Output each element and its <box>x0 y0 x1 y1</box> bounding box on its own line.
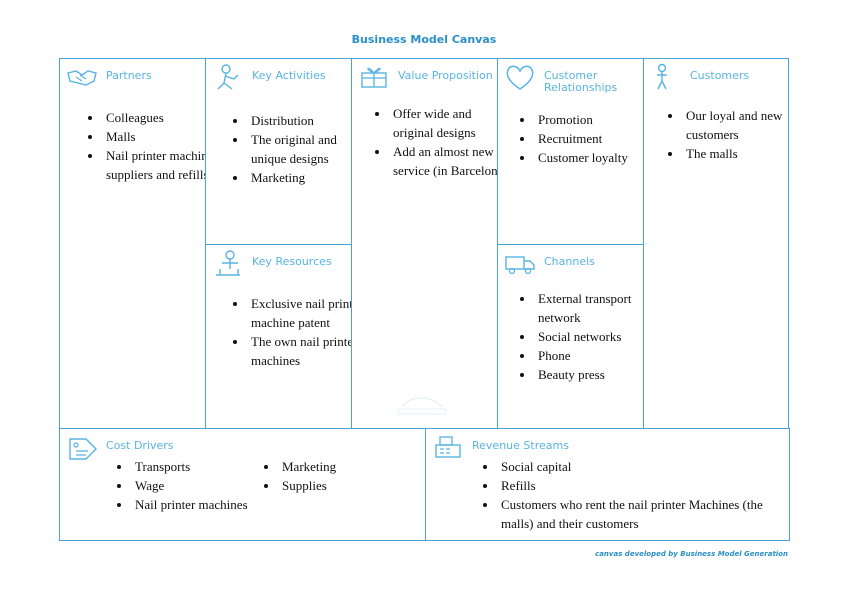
price-tag-icon <box>69 438 97 460</box>
cost-drivers-list-left: Transports Wage Nail printer machines <box>112 457 262 514</box>
list-item: Malls <box>103 127 218 146</box>
customers-heading: Customers <box>690 69 750 82</box>
list-item: Our loyal and new customers <box>683 106 803 144</box>
value-proposition-block: Value Proposition Offer wide and origina… <box>351 58 508 429</box>
channels-heading: Channels <box>544 255 595 268</box>
person-icon <box>657 63 667 90</box>
list-item: The original and unique designs <box>248 130 363 168</box>
key-resources-heading: Key Resources <box>252 255 332 268</box>
list-item: The own nail printer machines <box>248 332 363 370</box>
worker-icon <box>217 64 239 90</box>
value-proposition-heading: Value Proposition <box>398 69 493 82</box>
truck-icon <box>505 256 535 275</box>
page-title: Business Model Canvas <box>351 33 497 46</box>
revenue-streams-block: Revenue Streams Social capital Refills C… <box>425 428 790 541</box>
key-resources-block: Key Resources Exclusive nail printer mac… <box>205 244 363 429</box>
partners-heading: Partners <box>106 69 152 82</box>
partners-block: Partners Colleagues Malls Nail printer m… <box>59 58 214 429</box>
customers-block: Customers Our loyal and new customers Th… <box>643 58 789 429</box>
list-item: The malls <box>683 144 803 163</box>
list-item: Nail printer machines <box>132 495 262 514</box>
list-item: Wage <box>132 476 262 495</box>
list-item: External transport network <box>535 289 660 327</box>
list-item: Beauty press <box>535 365 660 384</box>
partners-list: Colleagues Malls Nail printer machine su… <box>83 108 218 184</box>
list-item: Social networks <box>535 327 660 346</box>
list-item: Supplies <box>279 476 399 495</box>
list-item: Distribution <box>248 111 363 130</box>
cost-drivers-heading: Cost Drivers <box>106 439 174 452</box>
list-item: Exclusive nail printer machine patent <box>248 294 363 332</box>
resources-icon <box>216 250 240 276</box>
gift-icon <box>361 67 387 88</box>
handshake-icon <box>67 70 97 86</box>
list-item: Promotion <box>535 110 655 129</box>
key-activities-block: Key Activities Distribution The original… <box>205 58 352 245</box>
list-item: Social capital <box>498 457 788 476</box>
footer-credit: canvas developed by Business Model Gener… <box>595 550 788 558</box>
list-item: Transports <box>132 457 262 476</box>
channels-list: External transport network Social networ… <box>515 289 660 384</box>
list-item: Recruitment <box>535 129 655 148</box>
list-item: Marketing <box>248 168 363 187</box>
revenue-streams-heading: Revenue Streams <box>472 439 569 452</box>
revenue-streams-list: Social capital Refills Customers who ren… <box>478 457 788 533</box>
customers-list: Our loyal and new customers The malls <box>663 106 803 163</box>
key-activities-heading: Key Activities <box>252 69 326 82</box>
channels-block: Channels External transport network Soci… <box>497 244 644 429</box>
key-resources-list: Exclusive nail printer machine patent Th… <box>228 294 363 370</box>
list-item: Offer wide and original designs <box>390 104 510 142</box>
watermark-logo <box>397 397 447 415</box>
customer-relationships-block: Customer Relationships Promotion Recruit… <box>497 58 644 245</box>
key-activities-list: Distribution The original and unique des… <box>228 111 363 187</box>
list-item: Customers who rent the nail printer Mach… <box>498 495 788 533</box>
list-item: Customer loyalty <box>535 148 655 167</box>
customer-relationships-list: Promotion Recruitment Customer loyalty <box>515 110 655 167</box>
cash-register-icon <box>435 436 461 458</box>
list-item: Colleagues <box>103 108 218 127</box>
list-item: Nail printer machine suppliers and refil… <box>103 146 218 184</box>
heart-icon <box>506 65 534 90</box>
list-item: Refills <box>498 476 788 495</box>
cost-drivers-list-right: Marketing Supplies <box>259 457 399 495</box>
list-item: Phone <box>535 346 660 365</box>
value-proposition-list: Offer wide and original designs Add an a… <box>370 104 510 180</box>
customer-relationships-heading: Customer Relationships <box>544 69 618 94</box>
list-item: Add an almost new service (in Barcelona) <box>390 142 510 180</box>
cost-drivers-block: Cost Drivers Transports Wage Nail printe… <box>59 428 426 541</box>
list-item: Marketing <box>279 457 399 476</box>
